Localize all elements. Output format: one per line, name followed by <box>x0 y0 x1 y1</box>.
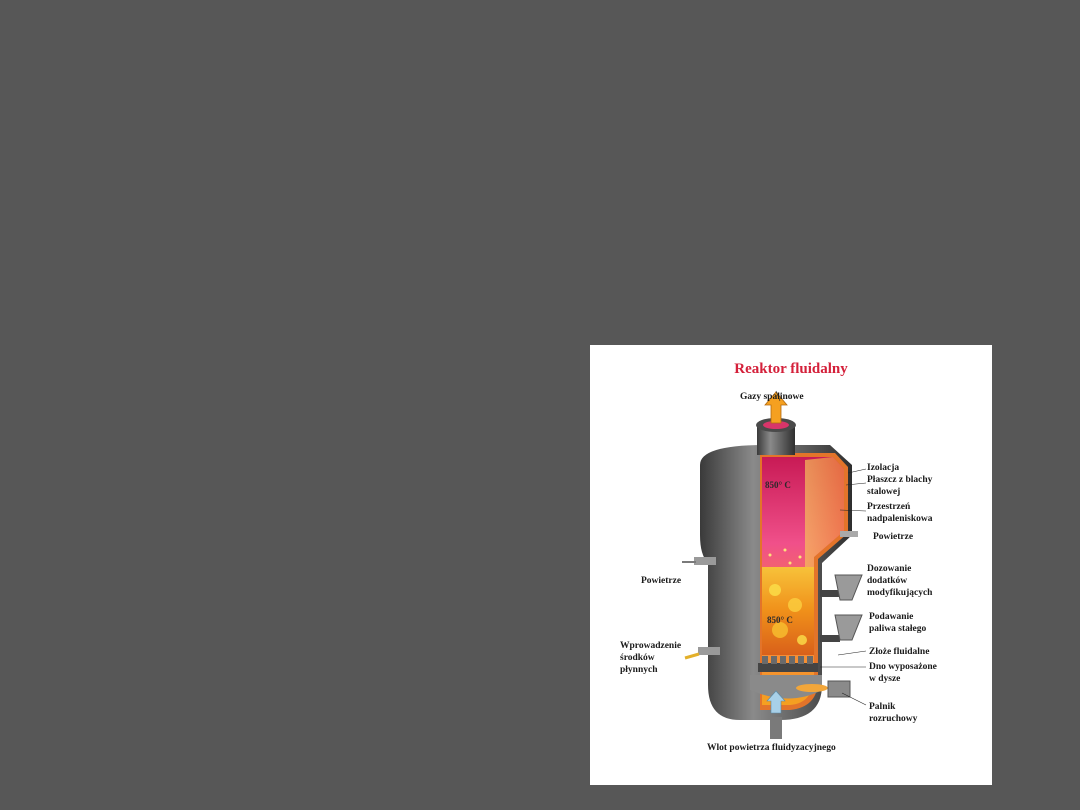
label-insulation: Izolacja <box>867 463 900 473</box>
air-nozzle-left <box>694 557 716 565</box>
label-liquids-2: środków <box>620 653 655 663</box>
label-burner-2: rozruchowy <box>869 714 918 724</box>
inlet-arrow <box>766 690 786 714</box>
label-solid-fuel-2: paliwa stałego <box>869 624 927 634</box>
label-steel-shell-2: stalowej <box>867 487 901 497</box>
liquid-nozzle-left <box>698 647 720 655</box>
label-flue-gas: Gazy spalinowe <box>740 392 804 402</box>
inlet-pipe <box>770 717 782 739</box>
label-additives-3: modyfikujących <box>867 588 933 598</box>
label-freeboard-1: Przestrzeń <box>867 502 911 512</box>
label-additives-2: dodatków <box>867 576 908 586</box>
label-inlet: Wlot powietrza fluidyzacyjnego <box>707 743 836 753</box>
burner-housing <box>827 680 851 698</box>
temperature-lower: 850° C <box>767 615 793 625</box>
label-freeboard-2: nadpaleniskowa <box>867 514 933 524</box>
label-nozzle-floor-1: Dno wyposażone <box>869 662 937 672</box>
reactor-figure: Reaktor fluidalny Gazy spalinowe Izolacj… <box>590 345 992 785</box>
figure-title: Reaktor fluidalny <box>734 361 848 377</box>
temperature-upper: 850° C <box>765 480 791 490</box>
reactor-diagram <box>682 390 867 739</box>
label-air-left: Powietrze <box>641 576 682 586</box>
flue-gas-arrow <box>764 391 788 424</box>
air-nozzle-right <box>840 531 858 537</box>
label-fluid-bed: Złoże fluidalne <box>869 647 930 657</box>
burner-flame <box>796 684 828 692</box>
label-nozzle-floor-2: w dysze <box>869 674 901 684</box>
label-burner-1: Palnik <box>869 702 896 712</box>
additive-hopper <box>820 574 863 601</box>
label-steel-shell-1: Płaszcz z blachy <box>867 475 933 485</box>
label-air-right: Powietrze <box>873 532 914 542</box>
label-liquids-3: płynnych <box>620 665 658 675</box>
label-liquids-1: Wprowadzenie <box>620 641 682 651</box>
label-solid-fuel-1: Podawanie <box>869 612 914 622</box>
freeboard-glow <box>805 457 844 580</box>
fuel-hopper <box>820 614 863 642</box>
plenum <box>750 675 822 699</box>
label-additives-1: Dozowanie <box>867 564 912 574</box>
nozzle-floor <box>758 663 818 672</box>
